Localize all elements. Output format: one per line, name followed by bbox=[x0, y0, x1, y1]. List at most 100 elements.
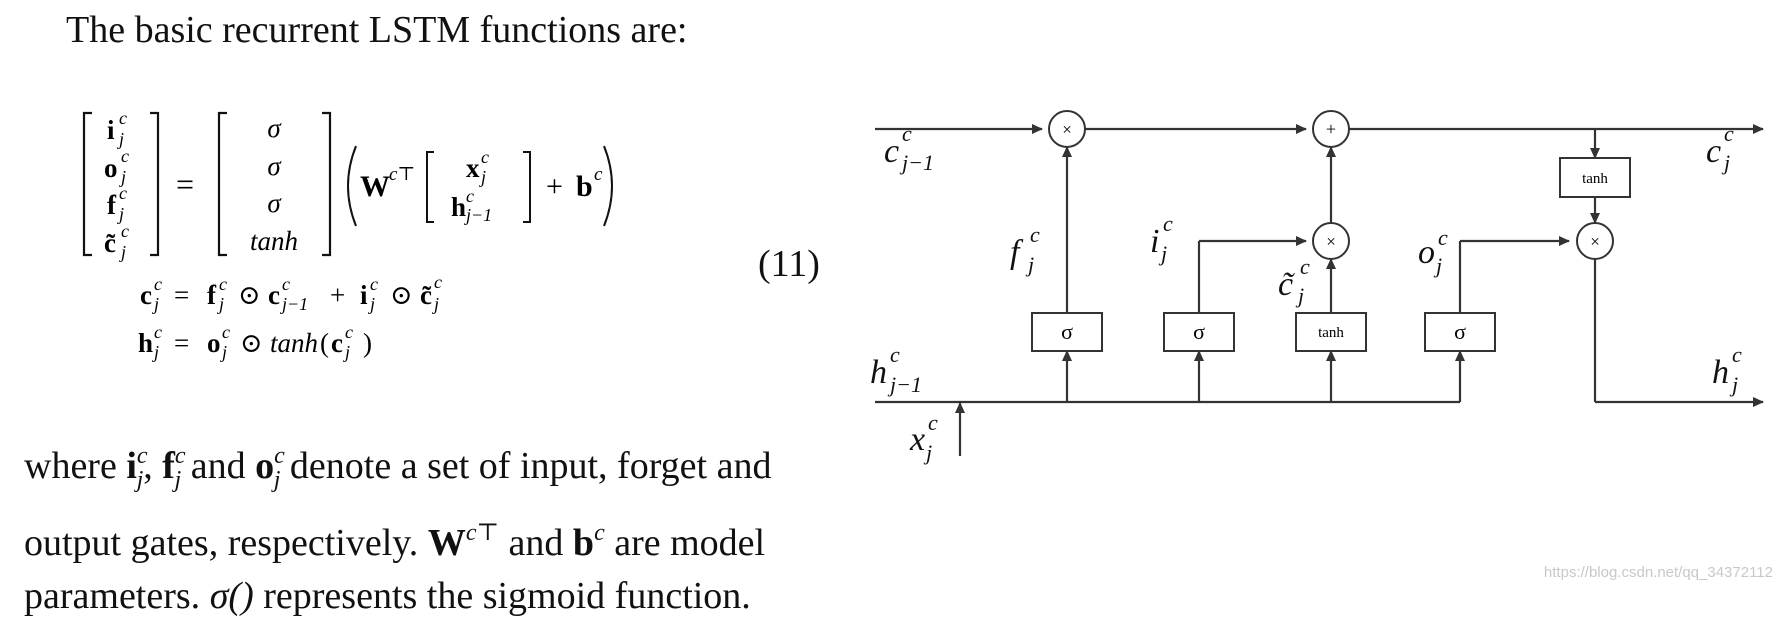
lhs-sup-3: c bbox=[119, 183, 127, 203]
svg-text:c: c bbox=[1030, 222, 1040, 247]
svg-text:x: x bbox=[909, 421, 925, 458]
svg-text:j: j bbox=[923, 440, 932, 465]
lhs-o: o bbox=[104, 153, 118, 183]
svg-text:c: c bbox=[884, 133, 899, 170]
act-left-bracket bbox=[217, 111, 227, 257]
lhs-sup-2: c bbox=[121, 146, 129, 166]
p3-sigma: σ() bbox=[209, 575, 254, 617]
equation-number: (11) bbox=[758, 243, 820, 285]
bias-b: b bbox=[576, 170, 593, 203]
weight-W: W bbox=[360, 170, 390, 203]
svg-text:h: h bbox=[870, 354, 887, 391]
tanh-label: tanh bbox=[1582, 171, 1608, 187]
lhs-right-bracket bbox=[150, 111, 160, 257]
right-paren bbox=[603, 145, 613, 227]
hu-o-sup: c bbox=[222, 322, 230, 342]
label-h-prev: h c j−1 bbox=[870, 342, 922, 397]
times-glyph: × bbox=[1326, 232, 1336, 251]
output-sigma-box: σ bbox=[1424, 312, 1496, 352]
hu-eq: = bbox=[174, 328, 189, 358]
cell-tanh-box: tanh bbox=[1559, 157, 1631, 198]
input-h: h bbox=[451, 192, 466, 222]
hu-o-sub: j bbox=[220, 342, 227, 362]
cu-i-sub: j bbox=[368, 294, 375, 314]
svg-text:c: c bbox=[890, 342, 900, 367]
input-x-sup: c bbox=[481, 147, 489, 167]
svg-text:c: c bbox=[1732, 342, 1742, 367]
paragraph: where icj, fcj and ocj denote a set of i… bbox=[24, 430, 824, 623]
svg-text:c: c bbox=[1438, 225, 1448, 250]
act-tanh: tanh bbox=[250, 226, 298, 256]
cell-update-equation: c c j = f c j ⊙ c c j−1 + i c j ⊙ c̃ c j bbox=[140, 272, 442, 314]
left-paren bbox=[347, 145, 357, 227]
p1-f-sub: j bbox=[174, 467, 182, 493]
p2-W: W bbox=[427, 522, 466, 564]
p2-b: b bbox=[572, 522, 595, 564]
label-h-next: h c j bbox=[1712, 342, 1742, 397]
lhs-vector: i o f c̃ bbox=[104, 115, 118, 258]
label-c-prev: c c j−1 bbox=[884, 121, 934, 175]
cu-c-sup: c bbox=[154, 274, 162, 294]
hu-odot: ⊙ bbox=[240, 328, 263, 358]
cu-f-sup: c bbox=[219, 274, 227, 294]
paragraph-line-1: where icj, fcj and ocj denote a set of i… bbox=[24, 430, 824, 507]
op-cell-add: + bbox=[1312, 110, 1350, 148]
plus-sign: + bbox=[546, 170, 563, 203]
cu-ctilde: c̃ bbox=[420, 280, 432, 310]
hu-c-sup: c bbox=[345, 322, 353, 342]
p1-t1: where bbox=[24, 445, 127, 487]
cu-i: i bbox=[360, 280, 368, 310]
cu-cprev: c bbox=[268, 280, 280, 310]
hu-rparen: ) bbox=[363, 328, 372, 358]
forget-sigma-box: σ bbox=[1031, 312, 1103, 352]
cu-plus: + bbox=[330, 280, 345, 310]
p1-f: f bbox=[162, 445, 175, 487]
cu-odot-2: ⊙ bbox=[390, 280, 413, 310]
p2-t2: and bbox=[499, 522, 573, 564]
times-glyph: × bbox=[1062, 120, 1072, 139]
svg-text:c: c bbox=[928, 410, 938, 435]
p2-t3: are model bbox=[604, 522, 766, 564]
hu-lparen: ( bbox=[320, 328, 329, 358]
act-sigma-1: σ bbox=[267, 113, 282, 143]
svg-text:i: i bbox=[1150, 223, 1159, 260]
equals-sign: = bbox=[176, 166, 194, 202]
svg-text:c: c bbox=[1706, 133, 1721, 170]
paragraph-line-3: parameters. σ() represents the sigmoid f… bbox=[24, 570, 824, 623]
bias-sup: c bbox=[594, 164, 603, 185]
lhs-sub-1: j bbox=[117, 129, 124, 149]
svg-text:j: j bbox=[1158, 241, 1167, 266]
sigma-label: σ bbox=[1061, 319, 1073, 344]
plus-glyph: + bbox=[1326, 119, 1336, 139]
input-h-sub: j−1 bbox=[464, 205, 492, 225]
paragraph-line-2: output gates, respectively. Wc⊤ and bc a… bbox=[24, 507, 824, 570]
label-input-gate: i c j bbox=[1150, 211, 1173, 266]
p1-t4: denote a set of input, forget and bbox=[280, 445, 772, 487]
cu-c: c bbox=[140, 280, 152, 310]
lhs-f: f bbox=[107, 190, 117, 220]
act-right-bracket bbox=[322, 111, 332, 257]
diagram-wires bbox=[875, 124, 1764, 456]
p1-i-sup: c bbox=[136, 443, 148, 469]
hu-h-sup: c bbox=[154, 322, 162, 342]
svg-text:c: c bbox=[1163, 211, 1173, 236]
p1-o: o bbox=[255, 445, 275, 487]
svg-text:j: j bbox=[1025, 252, 1034, 277]
p1-t2: , bbox=[143, 445, 163, 487]
intro-text: The basic recurrent LSTM functions are: bbox=[66, 9, 688, 51]
svg-text:j: j bbox=[1721, 150, 1730, 175]
p1-f-sup: c bbox=[174, 443, 186, 469]
lhs-sub-4: j bbox=[119, 242, 126, 262]
cu-odot-1: ⊙ bbox=[238, 280, 261, 310]
svg-text:c̃: c̃ bbox=[1278, 266, 1295, 303]
lhs-sup-1: c bbox=[119, 108, 127, 128]
times-glyph: × bbox=[1590, 232, 1600, 251]
label-x-input: x c j bbox=[909, 410, 938, 465]
hu-h-sub: j bbox=[152, 342, 159, 362]
input-h-sup: c bbox=[466, 186, 474, 206]
lhs-i: i bbox=[107, 115, 115, 145]
weight-transpose: c⊤ bbox=[389, 164, 415, 185]
p2-b-sup: c bbox=[594, 520, 605, 546]
tanh-label: tanh bbox=[1318, 325, 1344, 341]
label-forget-gate: f c j bbox=[1010, 222, 1040, 277]
